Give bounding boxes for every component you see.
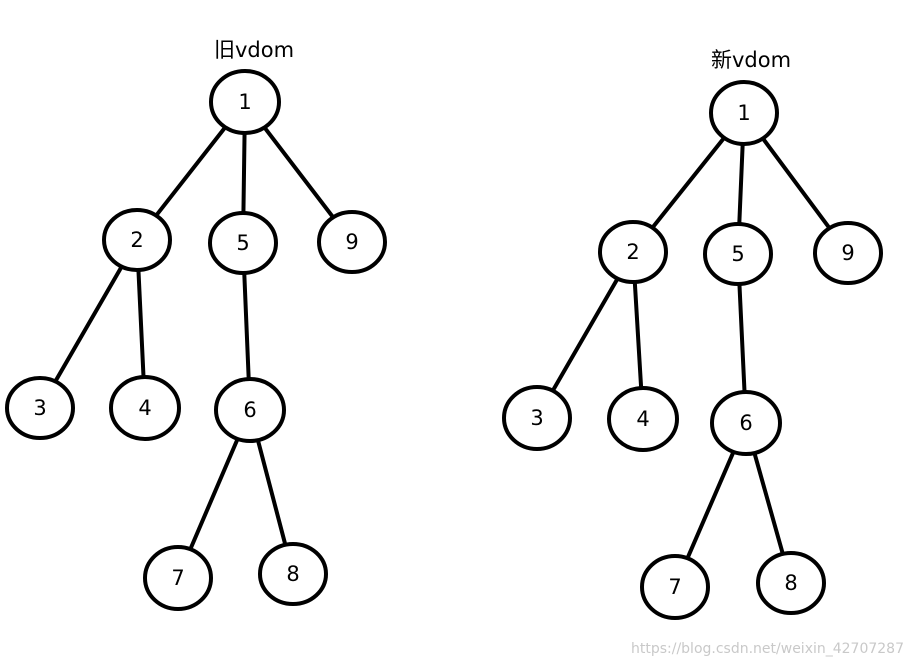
old-node-label: 1 xyxy=(238,90,251,114)
old-node-label: 7 xyxy=(171,566,184,590)
old-node-1: 1 xyxy=(209,69,281,135)
new-node-5: 5 xyxy=(703,222,773,286)
new-node-circle xyxy=(607,386,679,452)
old-node-circle xyxy=(214,377,286,443)
new-node-1: 1 xyxy=(709,80,779,146)
old-edge-2-4 xyxy=(136,267,146,380)
new-node-label: 9 xyxy=(841,241,854,265)
new-edge-1-5 xyxy=(737,141,745,227)
old-node-5: 5 xyxy=(208,211,278,275)
new-node-label: 1 xyxy=(737,101,750,125)
old-node-label: 4 xyxy=(138,396,151,420)
new-edge-6-7 xyxy=(685,449,736,561)
old-edge-1-2 xyxy=(154,125,228,218)
old-node-label: 2 xyxy=(130,228,143,252)
watermark: https://blog.csdn.net/weixin_42707287 xyxy=(630,641,904,657)
old-edge-1-5 xyxy=(241,130,247,216)
old-node-2: 2 xyxy=(102,208,172,272)
new-node-circle xyxy=(703,222,773,286)
new-node-label: 5 xyxy=(731,242,744,266)
new-vdom-title: 新vdom xyxy=(711,48,792,72)
old-node-circle xyxy=(102,208,172,272)
old-node-label: 5 xyxy=(236,231,249,255)
old-node-circle xyxy=(258,542,328,606)
old-node-circle xyxy=(317,210,387,274)
old-node-label: 6 xyxy=(243,398,256,422)
new-node-circle xyxy=(640,554,710,620)
new-edge-1-9 xyxy=(760,136,832,231)
old-vdom-tree: 1 2 5 9 3 4 6 7 8 xyxy=(5,69,387,611)
new-node-8: 8 xyxy=(756,551,826,615)
new-node-4: 4 xyxy=(607,386,679,452)
new-node-9: 9 xyxy=(813,221,883,285)
old-node-circle xyxy=(209,69,281,135)
old-node-label: 9 xyxy=(345,230,358,254)
new-node-circle xyxy=(502,385,572,451)
old-node-circle xyxy=(5,376,75,440)
old-node-3: 3 xyxy=(5,376,75,440)
new-edge-1-2 xyxy=(650,135,727,230)
old-edge-1-9 xyxy=(262,125,336,220)
new-edge-6-8 xyxy=(752,451,785,556)
old-node-9: 9 xyxy=(317,210,387,274)
old-edge-2-3 xyxy=(53,264,124,384)
old-node-label: 3 xyxy=(33,396,46,420)
new-node-label: 4 xyxy=(636,407,649,431)
new-edge-5-6 xyxy=(737,281,747,395)
old-node-circle xyxy=(143,545,213,611)
new-edge-2-3 xyxy=(550,276,620,393)
old-node-label: 8 xyxy=(286,562,299,586)
new-edge-2-4 xyxy=(632,279,644,391)
old-vdom-title: 旧vdom xyxy=(214,38,295,62)
new-node-circle xyxy=(710,390,782,456)
old-edge-6-8 xyxy=(255,438,288,547)
old-node-circle xyxy=(109,375,181,441)
new-node-label: 7 xyxy=(668,575,681,599)
new-node-3: 3 xyxy=(502,385,572,451)
new-node-label: 3 xyxy=(530,406,543,430)
new-vdom-tree: 1 2 5 9 3 4 6 7 8 xyxy=(502,80,883,620)
new-node-circle xyxy=(813,221,883,285)
old-edge-5-6 xyxy=(242,270,251,382)
old-node-8: 8 xyxy=(258,542,328,606)
new-node-label: 6 xyxy=(739,411,752,435)
old-node-circle xyxy=(208,211,278,275)
old-node-4: 4 xyxy=(109,375,181,441)
new-node-2: 2 xyxy=(598,220,668,284)
new-node-circle xyxy=(756,551,826,615)
old-node-6: 6 xyxy=(214,377,286,443)
new-node-6: 6 xyxy=(710,390,782,456)
old-node-7: 7 xyxy=(143,545,213,611)
new-node-label: 2 xyxy=(626,240,639,264)
new-node-circle xyxy=(709,80,779,146)
new-node-7: 7 xyxy=(640,554,710,620)
old-edge-6-7 xyxy=(188,436,240,552)
new-node-label: 8 xyxy=(784,571,797,595)
new-node-circle xyxy=(598,220,668,284)
